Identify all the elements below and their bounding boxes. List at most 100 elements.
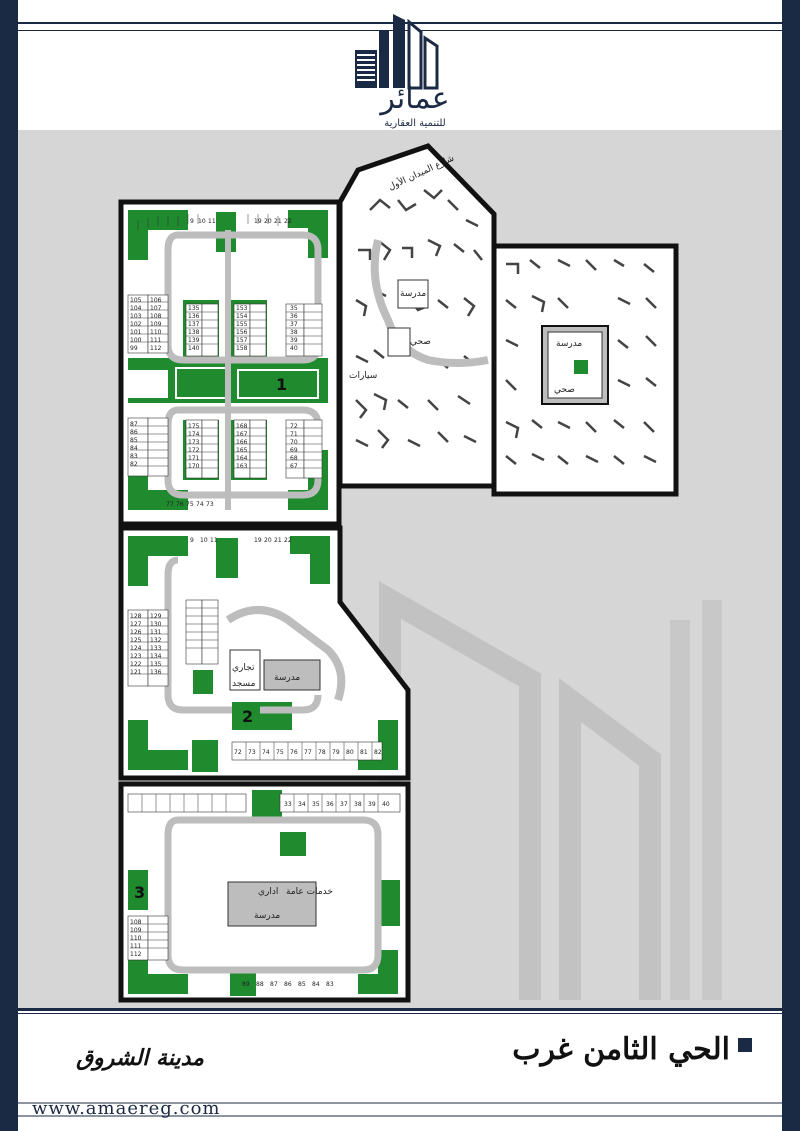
- svg-text:131: 131: [150, 629, 162, 636]
- svg-text:84: 84: [312, 981, 320, 988]
- label-school-b2: مدرسة: [274, 673, 300, 683]
- svg-text:100: 100: [130, 337, 142, 344]
- svg-text:127: 127: [130, 621, 142, 628]
- svg-text:102: 102: [130, 321, 142, 328]
- svg-text:139: 139: [188, 337, 200, 344]
- svg-text:40: 40: [290, 345, 298, 352]
- district-title: الحي الثامن غرب: [512, 1032, 730, 1067]
- svg-text:82: 82: [374, 749, 382, 756]
- svg-text:80: 80: [346, 749, 354, 756]
- svg-text:36: 36: [326, 801, 334, 808]
- label-school-ne: مدرسة: [556, 339, 582, 349]
- svg-text:103: 103: [130, 313, 142, 320]
- svg-text:133: 133: [150, 645, 162, 652]
- svg-text:89: 89: [242, 981, 250, 988]
- svg-text:126: 126: [130, 629, 142, 636]
- svg-text:9: 9: [190, 218, 194, 225]
- svg-text:38: 38: [354, 801, 362, 808]
- svg-text:168: 168: [236, 423, 248, 430]
- svg-text:166: 166: [236, 439, 248, 446]
- label-school-nw: مدرسة: [400, 289, 426, 299]
- svg-text:112: 112: [130, 951, 142, 958]
- svg-text:81: 81: [360, 749, 368, 756]
- label-health-ne: صحي: [554, 385, 575, 395]
- website-bar: [18, 1102, 782, 1117]
- svg-text:155: 155: [236, 321, 248, 328]
- svg-text:87: 87: [130, 421, 138, 428]
- svg-text:68: 68: [290, 455, 298, 462]
- label-commercial-b2: تجاري: [232, 663, 255, 673]
- svg-text:136: 136: [188, 313, 200, 320]
- svg-text:108: 108: [130, 919, 142, 926]
- svg-text:37: 37: [340, 801, 348, 808]
- svg-text:109: 109: [130, 927, 142, 934]
- svg-text:156: 156: [236, 329, 248, 336]
- svg-text:110: 110: [130, 935, 142, 942]
- website-link[interactable]: www.amaereg.com: [32, 1098, 221, 1119]
- svg-text:136: 136: [150, 669, 162, 676]
- svg-text:101: 101: [130, 329, 142, 336]
- svg-text:157: 157: [236, 337, 248, 344]
- svg-text:99: 99: [130, 345, 138, 352]
- svg-text:109: 109: [150, 321, 162, 328]
- svg-text:137: 137: [188, 321, 200, 328]
- svg-text:129: 129: [150, 613, 162, 620]
- svg-text:21: 21: [274, 537, 282, 544]
- svg-text:67: 67: [290, 463, 298, 470]
- block-northwest-district[interactable]: مدرسة صحي سيارات شارع الميدان الأول: [337, 143, 497, 489]
- svg-text:174: 174: [188, 431, 200, 438]
- svg-text:36: 36: [290, 313, 298, 320]
- svg-text:158: 158: [236, 345, 248, 352]
- frame-right-bar: [782, 0, 800, 1131]
- svg-text:39: 39: [290, 337, 298, 344]
- svg-text:73: 73: [248, 749, 256, 756]
- svg-text:84: 84: [130, 445, 138, 452]
- svg-text:20: 20: [264, 218, 272, 225]
- svg-text:122: 122: [130, 661, 142, 668]
- svg-text:154: 154: [236, 313, 248, 320]
- label-school-b3: مدرسة: [254, 911, 280, 921]
- svg-text:77: 77: [304, 749, 312, 756]
- block-2[interactable]: تجاري مسجد مدرسة 12812712612512412312212…: [118, 525, 411, 781]
- block-northeast-district[interactable]: مدرسة صحي: [491, 243, 679, 497]
- svg-text:165: 165: [236, 447, 248, 454]
- svg-text:22: 22: [284, 537, 292, 544]
- svg-text:20: 20: [264, 537, 272, 544]
- svg-text:110: 110: [150, 329, 162, 336]
- svg-text:121: 121: [130, 669, 142, 676]
- svg-text:105: 105: [130, 297, 142, 304]
- svg-text:106: 106: [150, 297, 162, 304]
- svg-text:85: 85: [130, 437, 138, 444]
- svg-text:21: 21: [274, 218, 282, 225]
- svg-text:86: 86: [284, 981, 292, 988]
- svg-text:22: 22: [284, 218, 292, 225]
- svg-text:86: 86: [130, 429, 138, 436]
- svg-text:75: 75: [276, 749, 284, 756]
- logo-buildings-icon: [355, 14, 439, 90]
- label-services-b3: خدمات عامة: [286, 887, 333, 897]
- frame-left-bar: [0, 0, 18, 1131]
- svg-text:130: 130: [150, 621, 162, 628]
- block-3-number: 3: [134, 883, 145, 902]
- svg-text:104: 104: [130, 305, 142, 312]
- label-admin-b3: اداري: [258, 887, 278, 897]
- svg-text:76: 76: [290, 749, 298, 756]
- svg-text:10: 10: [198, 218, 206, 225]
- svg-text:11: 11: [208, 218, 216, 225]
- svg-text:124: 124: [130, 645, 142, 652]
- svg-text:108: 108: [150, 313, 162, 320]
- svg-text:35: 35: [290, 305, 298, 312]
- svg-text:111: 111: [150, 337, 162, 344]
- block-1-number: 1: [276, 375, 287, 394]
- label-mosque-b2: مسجد: [232, 679, 256, 689]
- block-2-number: 2: [242, 707, 253, 726]
- svg-text:163: 163: [236, 463, 248, 470]
- svg-text:79: 79: [332, 749, 340, 756]
- svg-text:107: 107: [150, 305, 162, 312]
- svg-text:70: 70: [290, 439, 298, 446]
- svg-text:35: 35: [312, 801, 320, 808]
- svg-text:153: 153: [236, 305, 248, 312]
